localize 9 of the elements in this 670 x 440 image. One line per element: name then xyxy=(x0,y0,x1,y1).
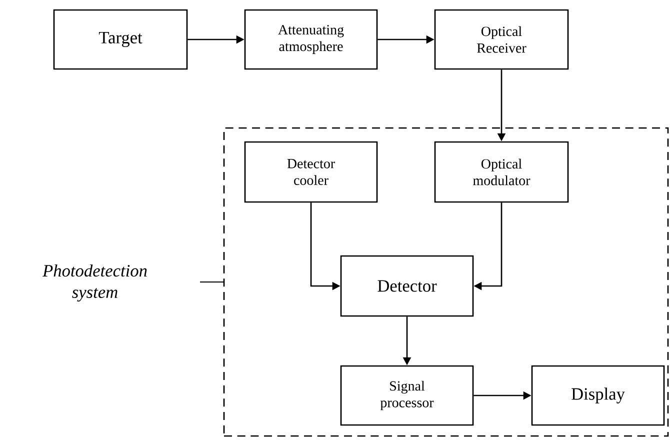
process-box: Detector cooler xyxy=(244,141,378,203)
process-box: Display xyxy=(531,365,665,426)
process-box: Optical Receiver xyxy=(434,9,569,70)
process-box: Target xyxy=(53,9,188,70)
process-box: Detector xyxy=(340,255,474,317)
process-box: Signal processor xyxy=(340,365,474,426)
process-box: Attenuating atmosphere xyxy=(244,9,378,70)
group-label: Photodetection system xyxy=(42,264,147,302)
process-box: Optical modulator xyxy=(434,141,569,203)
